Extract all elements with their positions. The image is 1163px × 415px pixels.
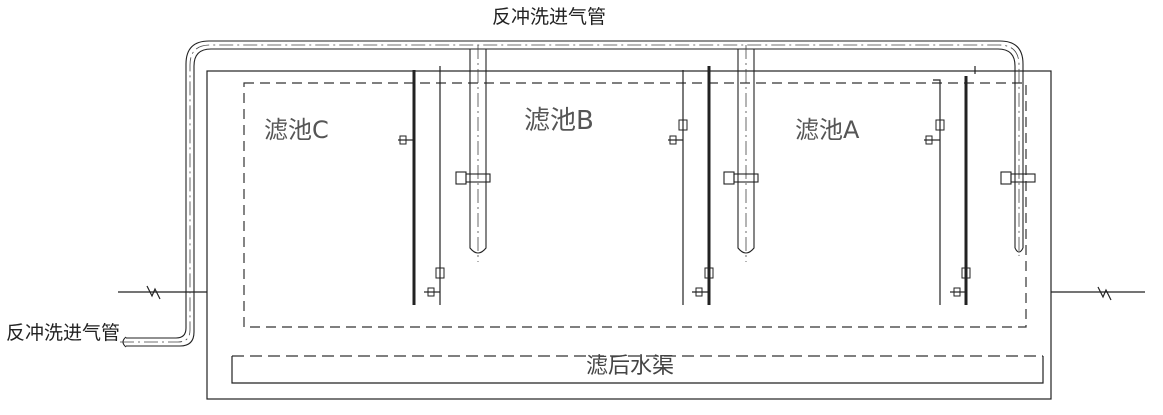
drop-pipe-mid — [723, 45, 759, 262]
drop-pipe-right-valve — [1000, 171, 1036, 185]
air-pipe-inlet-label: 反冲洗进气管 — [6, 322, 121, 344]
filter-pool-dashed — [243, 82, 1027, 328]
air-pipe-top-label: 反冲洗进气管 — [492, 6, 607, 28]
inlet-end-mark — [122, 336, 127, 348]
tank-outline — [206, 70, 1052, 400]
channel-bottom — [231, 356, 1044, 384]
break-mark-right — [1097, 286, 1112, 301]
filter-a-instruments — [924, 66, 976, 305]
filter-c-label: 滤池C — [264, 116, 329, 144]
channel-label: 滤后水渠 — [586, 354, 675, 379]
air-pipe-main — [126, 40, 1024, 347]
filter-a-label: 滤池A — [795, 116, 860, 144]
filter-c-instruments — [398, 66, 445, 305]
break-mark-left — [146, 285, 161, 300]
filter-b-instruments — [668, 66, 714, 305]
filter-b-label: 滤池B — [524, 106, 594, 136]
drop-pipe-b — [455, 45, 491, 262]
air-pipe-centerline — [120, 44, 1020, 343]
